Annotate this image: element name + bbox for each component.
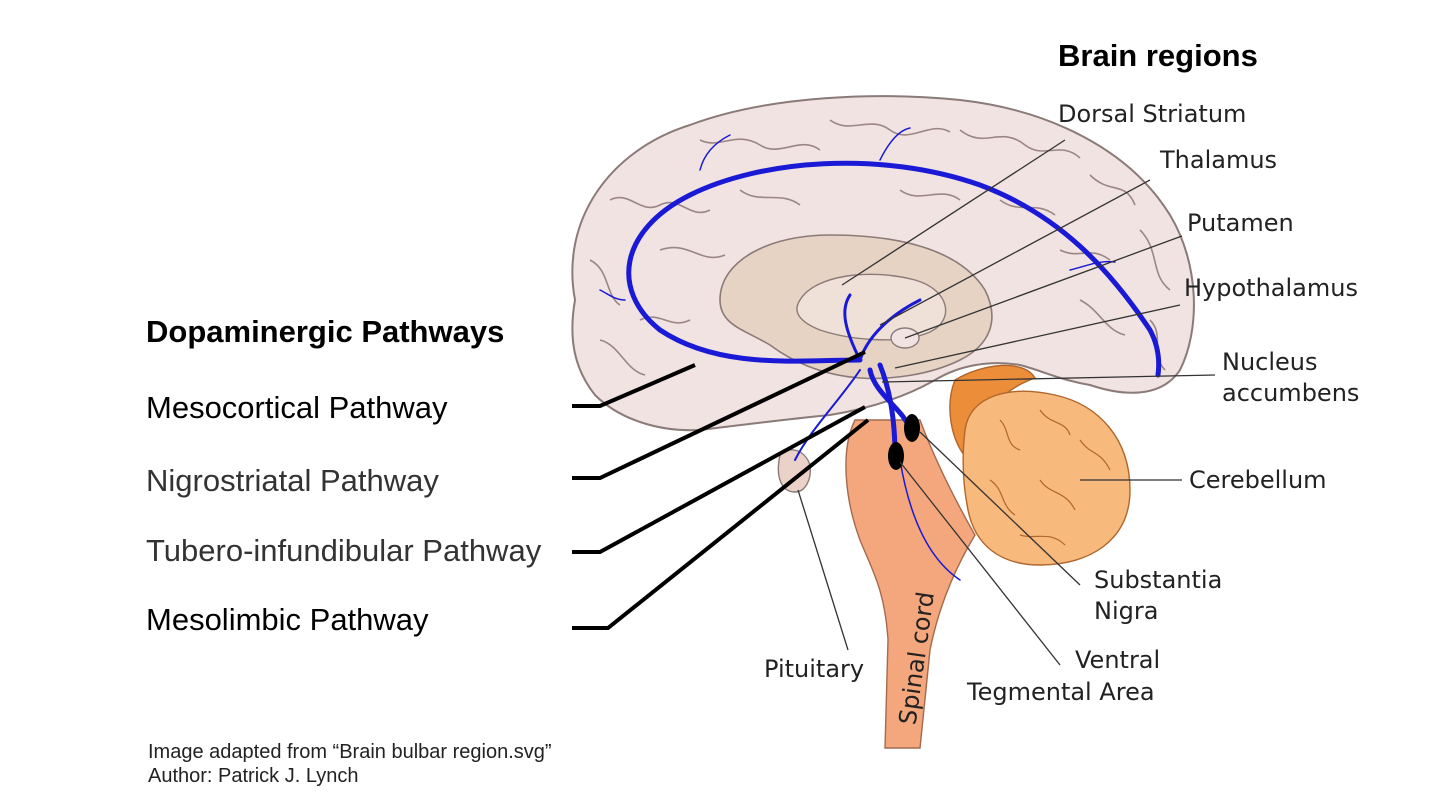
label-substantia-nigra-2: Nigra xyxy=(1094,597,1159,625)
label-putamen: Putamen xyxy=(1187,209,1294,237)
pathway-tubero-infundibular: Tubero-infundibular Pathway xyxy=(146,533,542,568)
label-ventral-tegmental-1: Ventral xyxy=(1075,646,1161,674)
pathway-mesolimbic: Mesolimbic Pathway xyxy=(146,602,429,637)
credit-source: Image adapted from “Brain bulbar region.… xyxy=(148,741,552,763)
dopaminergic-pathways-title: Dopaminergic Pathways xyxy=(146,314,505,349)
label-hypothalamus: Hypothalamus xyxy=(1184,274,1358,302)
label-thalamus: Thalamus xyxy=(1160,146,1278,174)
brainstem xyxy=(845,419,976,749)
region-leader-lines xyxy=(797,139,1216,666)
pituitary xyxy=(777,449,812,493)
label-ventral-tegmental-2: Tegmental Area xyxy=(967,678,1155,706)
pathway-nigrostriatal: Nigrostriatal Pathway xyxy=(146,463,439,498)
substantia-nigra-nucleus xyxy=(904,414,920,442)
pathway-mesocortical: Mesocortical Pathway xyxy=(146,390,448,425)
thalamus-shape xyxy=(796,273,947,341)
label-pituitary: Pituitary xyxy=(764,655,865,683)
label-substantia-nigra-1: Substantia xyxy=(1094,566,1223,594)
label-nucleus-accumbens-2: accumbens xyxy=(1222,379,1360,407)
label-cerebellum: Cerebellum xyxy=(1189,466,1327,494)
credit-author: Author: Patrick J. Lynch xyxy=(148,765,359,787)
cerebellum xyxy=(962,390,1131,566)
gyri-pattern xyxy=(589,119,1171,376)
vta-nucleus xyxy=(888,442,904,470)
pathway-leader-lines xyxy=(572,350,870,630)
label-dorsal-striatum: Dorsal Striatum xyxy=(1058,100,1247,128)
cerebellum-folia xyxy=(989,409,1111,546)
label-nucleus-accumbens-1: Nucleus xyxy=(1222,348,1318,376)
brain-regions-title: Brain regions xyxy=(1058,38,1258,73)
